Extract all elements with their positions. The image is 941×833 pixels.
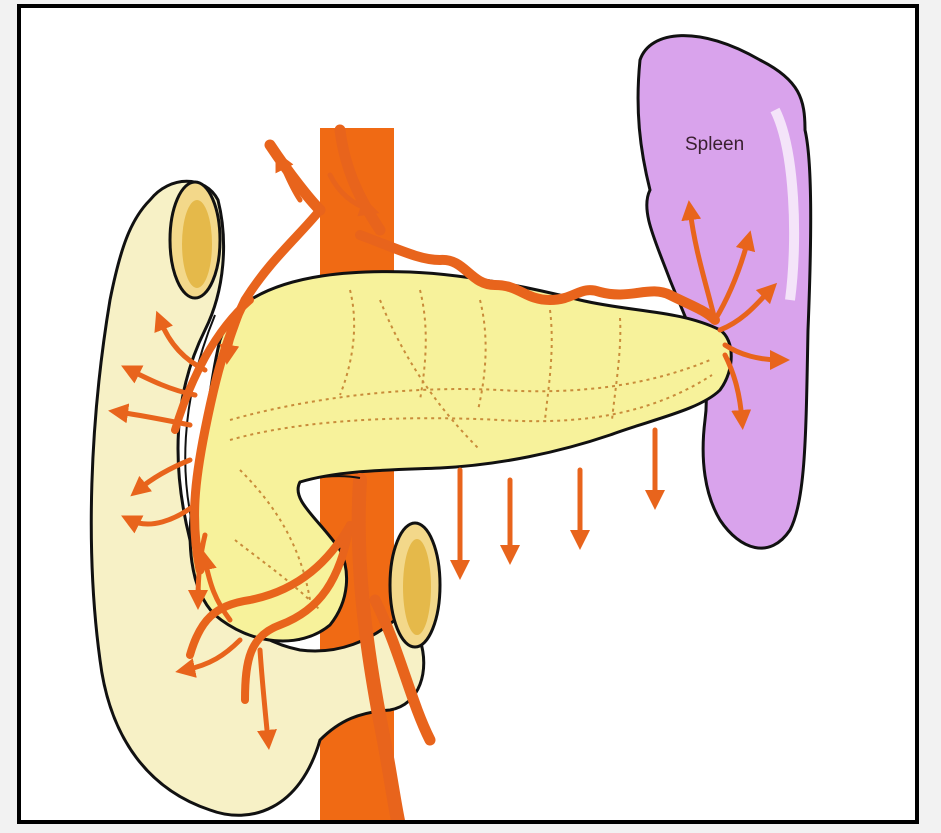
diagram-frame: Spleen — [17, 4, 919, 824]
spleen-label: Spleen — [685, 134, 744, 155]
pancreas-blood-supply-diagram: Spleen — [17, 4, 919, 824]
pancreas — [190, 272, 731, 641]
duodenum-upper-lumen-inner — [182, 200, 212, 288]
jejunum-lumen-inner — [403, 539, 431, 635]
